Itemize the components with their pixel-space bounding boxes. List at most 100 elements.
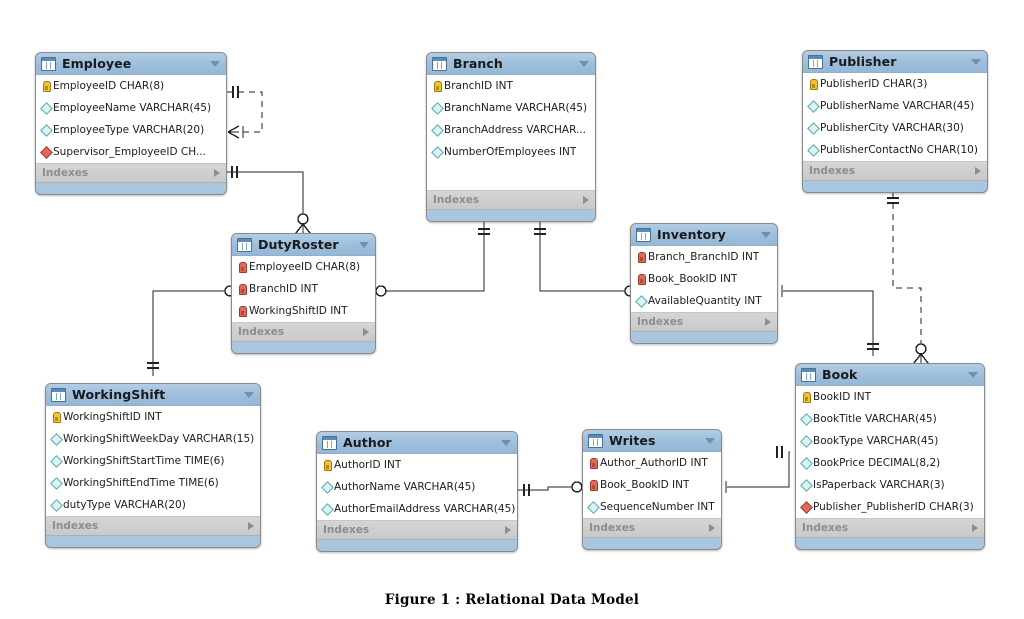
- chevron-right-icon[interactable]: [363, 328, 369, 336]
- chevron-right-icon[interactable]: [214, 169, 220, 177]
- cyan-diamond-icon: [50, 432, 63, 446]
- chevron-down-icon[interactable]: [968, 371, 978, 378]
- chevron-right-icon[interactable]: [583, 196, 589, 204]
- icon-shape: [807, 99, 820, 113]
- figure-caption: Figure 1 : Relational Data Model: [384, 592, 640, 608]
- column-row[interactable]: PublisherCity VARCHAR(30): [803, 117, 987, 139]
- column-row[interactable]: WorkingShiftID INT: [46, 406, 260, 428]
- column-row[interactable]: BranchAddress VARCHAR...: [427, 119, 595, 141]
- chevron-down-icon[interactable]: [579, 60, 589, 67]
- chevron-right-icon[interactable]: [505, 526, 511, 534]
- table-header[interactable]: Writes: [583, 430, 721, 452]
- icon-shape: [637, 273, 646, 285]
- cyan-diamond-icon: [800, 478, 813, 492]
- chevron-right-icon[interactable]: [972, 524, 978, 532]
- indexes-section[interactable]: Indexes: [317, 521, 517, 540]
- column-row[interactable]: BookID INT: [796, 386, 984, 408]
- indexes-section[interactable]: Indexes: [796, 519, 984, 538]
- chevron-down-icon[interactable]: [359, 241, 369, 248]
- column-row[interactable]: BookPrice DECIMAL(8,2): [796, 452, 984, 474]
- chevron-down-icon[interactable]: [244, 391, 254, 398]
- column-row[interactable]: BookTitle VARCHAR(45): [796, 408, 984, 430]
- chevron-right-icon[interactable]: [248, 522, 254, 530]
- chevron-right-icon[interactable]: [709, 524, 715, 532]
- table-header[interactable]: DutyRoster: [232, 234, 375, 256]
- icon-shape: [637, 251, 646, 263]
- column-row[interactable]: Book_BookID INT: [631, 268, 777, 290]
- red-key-icon: [587, 457, 600, 469]
- column-row[interactable]: AvailableQuantity INT: [631, 290, 777, 312]
- column-row[interactable]: dutyType VARCHAR(20): [46, 494, 260, 516]
- chevron-down-icon[interactable]: [210, 60, 220, 67]
- chevron-right-icon[interactable]: [765, 318, 771, 326]
- table-header[interactable]: Publisher: [803, 51, 987, 73]
- column-row[interactable]: PublisherID CHAR(3): [803, 73, 987, 95]
- column-row[interactable]: NumberOfEmployees INT: [427, 141, 595, 163]
- column-row[interactable]: WorkingShiftWeekDay VARCHAR(15): [46, 428, 260, 450]
- column-row[interactable]: PublisherContactNo CHAR(10): [803, 139, 987, 161]
- icon-shape: [807, 121, 820, 135]
- indexes-section[interactable]: Indexes: [427, 191, 595, 210]
- table-icon: [432, 56, 447, 71]
- cyan-diamond-icon: [431, 123, 444, 137]
- column-label: EmployeeType VARCHAR(20): [53, 124, 205, 136]
- column-label: AuthorEmailAddress VARCHAR(45): [334, 503, 516, 515]
- indexes-section[interactable]: Indexes: [583, 519, 721, 538]
- column-row[interactable]: AuthorEmailAddress VARCHAR(45): [317, 498, 517, 520]
- column-row[interactable]: BranchID INT: [232, 278, 375, 300]
- table-header[interactable]: Author: [317, 432, 517, 454]
- column-row[interactable]: WorkingShiftStartTime TIME(6): [46, 450, 260, 472]
- column-row[interactable]: BranchName VARCHAR(45): [427, 97, 595, 119]
- column-row[interactable]: EmployeeID CHAR(8): [232, 256, 375, 278]
- column-row[interactable]: BookType VARCHAR(45): [796, 430, 984, 452]
- column-row[interactable]: WorkingShiftEndTime TIME(6): [46, 472, 260, 494]
- column-label: AuthorID INT: [334, 459, 402, 471]
- indexes-section[interactable]: Indexes: [631, 313, 777, 332]
- chevron-down-icon[interactable]: [501, 439, 511, 446]
- column-row[interactable]: Book_BookID INT: [583, 474, 721, 496]
- table-header[interactable]: Inventory: [631, 224, 777, 246]
- column-row[interactable]: Supervisor_EmployeeID CH...: [36, 141, 226, 163]
- column-row[interactable]: AuthorID INT: [317, 454, 517, 476]
- indexes-section[interactable]: Indexes: [36, 164, 226, 183]
- column-row[interactable]: SequenceNumber INT: [583, 496, 721, 518]
- column-label: Author_AuthorID INT: [600, 457, 708, 469]
- column-row[interactable]: EmployeeName VARCHAR(45): [36, 97, 226, 119]
- column-label: BookPrice DECIMAL(8,2): [813, 457, 941, 469]
- table-header[interactable]: Branch: [427, 53, 595, 75]
- chevron-down-icon[interactable]: [971, 58, 981, 65]
- column-row[interactable]: WorkingShiftID INT: [232, 300, 375, 322]
- column-row[interactable]: AuthorName VARCHAR(45): [317, 476, 517, 498]
- chevron-right-icon[interactable]: [975, 167, 981, 175]
- icon-shape: [800, 434, 813, 448]
- rel-author-writes: [518, 486, 577, 491]
- column-row[interactable]: BranchID INT: [427, 75, 595, 97]
- column-row[interactable]: Publisher_PublisherID CHAR(3): [796, 496, 984, 518]
- chevron-down-icon[interactable]: [761, 231, 771, 238]
- column-row[interactable]: PublisherName VARCHAR(45): [803, 95, 987, 117]
- chevron-down-icon[interactable]: [705, 437, 715, 444]
- column-row[interactable]: EmployeeID CHAR(8): [36, 75, 226, 97]
- table-header[interactable]: WorkingShift: [46, 384, 260, 406]
- column-row[interactable]: Branch_BranchID INT: [631, 246, 777, 268]
- indexes-section[interactable]: Indexes: [803, 162, 987, 181]
- icon-shape: [321, 480, 334, 494]
- column-row[interactable]: EmployeeType VARCHAR(20): [36, 119, 226, 141]
- table-header[interactable]: Book: [796, 364, 984, 386]
- indexes-section[interactable]: Indexes: [232, 323, 375, 342]
- column-row[interactable]: Author_AuthorID INT: [583, 452, 721, 474]
- icon-shape: [431, 123, 444, 137]
- table-title: Branch: [453, 56, 503, 71]
- table-header[interactable]: Employee: [36, 53, 226, 75]
- indexes-section[interactable]: Indexes: [46, 517, 260, 536]
- column-row[interactable]: IsPaperback VARCHAR(3): [796, 474, 984, 496]
